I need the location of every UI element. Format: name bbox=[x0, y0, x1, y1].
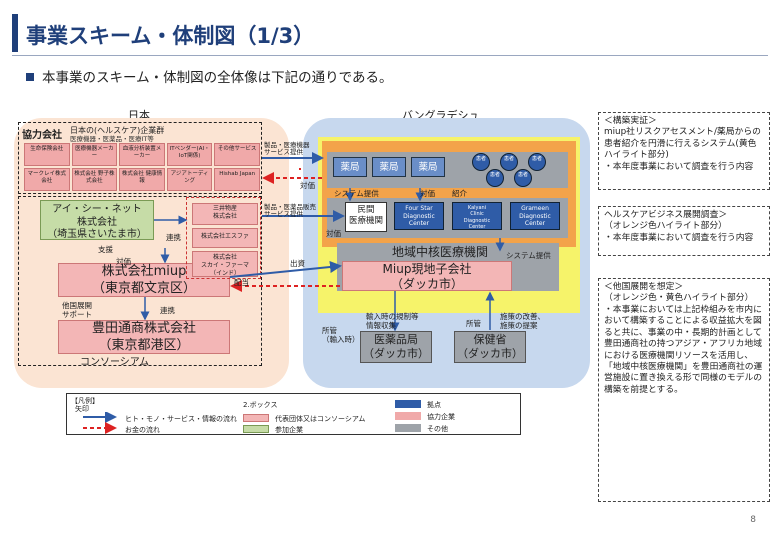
arrow-label-haito: 配当 bbox=[234, 278, 249, 287]
bullet-square-icon bbox=[26, 73, 34, 81]
arrow-label-taio2: 対価 bbox=[420, 189, 435, 198]
private-hospital-box: 民間 医療機関 bbox=[345, 202, 387, 232]
arrow-label-shokan: 所管 bbox=[466, 319, 481, 328]
patient-icon: 患者 bbox=[500, 153, 518, 171]
partner-companies-label: 協力会社 bbox=[22, 130, 62, 141]
patient-icon: 患者 bbox=[528, 153, 546, 171]
arrow-label-taio3: 対価 bbox=[326, 229, 341, 238]
arrow-label-kanrei: 所管 （輸入時） bbox=[322, 326, 360, 344]
consortium-group bbox=[18, 196, 262, 366]
lab-box: Kalyani Clinic Diagnostic Center bbox=[452, 202, 502, 230]
legend: 【凡例】 矢印 ヒト・モノ・サービス・情報の流れ お金の流れ 2.ボックス 代表… bbox=[66, 393, 521, 435]
note-pilot: ＜構築実証＞ miup社リスクアセスメント/薬局からの患者紹介を円滑に行えるシス… bbox=[598, 112, 770, 190]
arrow-label-service: 製品・医療機器 サービス提供 bbox=[264, 141, 310, 157]
legend-money-flow: お金の流れ bbox=[125, 426, 160, 434]
legend-site: 拠点 bbox=[427, 401, 441, 409]
pharma-partner-box: 三井物産 株式会社 bbox=[192, 203, 258, 225]
legend-partic: 参加企業 bbox=[275, 426, 303, 434]
partner-cell: マークレイ株式会社 bbox=[24, 168, 70, 191]
patient-icon: 患者 bbox=[486, 169, 504, 187]
legend-title: 【凡例】 bbox=[71, 397, 99, 405]
legend-goods-flow: ヒト・モノ・サービス・情報の流れ bbox=[125, 415, 237, 423]
partner-companies-sub2: 医療機器・医薬品・医療IT等 bbox=[70, 135, 154, 143]
miup-bd-box: Miup現地子会社 （ダッカ市） bbox=[342, 261, 512, 291]
page-number: 8 bbox=[750, 515, 756, 525]
health-ministry-box: 保健省 （ダッカ市） bbox=[454, 331, 526, 363]
renkei-label: 連携 bbox=[160, 306, 175, 315]
arrow-label-renkei: 連携 bbox=[166, 233, 181, 242]
miup-box: 株式会社miup （東京都文京区） bbox=[58, 263, 230, 297]
pharmacy-box: 薬局 bbox=[333, 157, 367, 177]
arrow-label-system2: システム提供 bbox=[506, 251, 551, 260]
arrow-label-shokai: 紹介 bbox=[452, 189, 467, 198]
page-title: 事業スキーム・体制図（1/3） bbox=[26, 24, 315, 48]
toyoda-box: 豊田通商株式会社 （東京都港区） bbox=[58, 320, 230, 354]
legend-swatch-coop bbox=[395, 412, 421, 420]
patient-icon: 患者 bbox=[472, 153, 490, 171]
arrow-label-shusshi: 出資 bbox=[290, 259, 305, 268]
money-flow-arrows bbox=[230, 168, 340, 292]
partner-companies-group bbox=[18, 122, 262, 194]
partner-cell: 医療機器メーカー bbox=[71, 143, 118, 166]
service-flow-arrows bbox=[140, 152, 505, 332]
lab-box: Grameen Diagnostic Center bbox=[510, 202, 560, 230]
arrow-label-taio: 対価 bbox=[300, 181, 315, 190]
regional-hospital-label: 地域中核医療機関 bbox=[392, 245, 489, 259]
arrow-label-yunyu: 輸入時の規制等 情報収集 bbox=[366, 312, 419, 330]
legend-swatch-partic bbox=[243, 425, 269, 433]
taio-label: 対価 bbox=[116, 257, 131, 266]
legend-rep: 代表団体又はコンソーシアム bbox=[275, 415, 366, 423]
partner-cell: ITベンダー(AI・IoT関係) bbox=[166, 143, 213, 166]
drug-authority-box: 医薬品局 （ダッカ市） bbox=[360, 331, 432, 363]
legend-arrow-heading: 矢印 bbox=[75, 405, 89, 413]
note-expansion: ＜他国展開を想定＞ （オレンジ色・黄色ハイライト部分） ・本事業においては上記枠… bbox=[598, 278, 770, 502]
partner-cell: 株式会社 野子株式会社 bbox=[71, 168, 118, 191]
consortium-label: コンソーシアム bbox=[80, 357, 150, 368]
title-divider bbox=[12, 55, 768, 56]
lab-box: Four Star Diagnostic Center bbox=[394, 202, 444, 230]
partner-cell: Hishab Japan bbox=[214, 168, 260, 191]
arrow-label-product: 製品・医薬品販売 サービス提供 bbox=[264, 203, 316, 219]
legend-coop: 協力企業 bbox=[427, 413, 455, 421]
title-accent-bar bbox=[12, 14, 18, 52]
partner-companies-sub: 日本の(ヘルスケア)企業群 bbox=[70, 126, 165, 135]
intro-bullet: 本事業のスキーム・体制図の全体像は下記の通りである。 bbox=[26, 66, 392, 86]
arrow-label-kaizen: 施策の改善、 施策の提案 bbox=[500, 312, 545, 330]
partner-cell: 生命保険会社 bbox=[24, 143, 70, 166]
pharma-partners-group bbox=[186, 197, 261, 279]
legend-other: その他 bbox=[427, 425, 448, 433]
aicinet-box: アイ・シー・ネット 株式会社 （埼玉県さいたま市） bbox=[40, 200, 154, 240]
intro-text: 本事業のスキーム・体制図の全体像は下記の通りである。 bbox=[42, 70, 393, 86]
arrow-label-system: システム提供 bbox=[334, 189, 379, 198]
partner-grid: 生命保険会社 医療機器メーカー 血液分析装置メーカー ITベンダー(AI・IoT… bbox=[24, 143, 260, 191]
shien-label: 支援 bbox=[98, 245, 113, 254]
legend-swatch-rep bbox=[243, 414, 269, 422]
partner-cell: アジアトーディング bbox=[166, 168, 213, 191]
legend-swatch-other bbox=[395, 424, 421, 432]
partner-cell: その他サービス bbox=[214, 143, 260, 166]
pharmacy-box: 薬局 bbox=[372, 157, 406, 177]
pharma-partner-box: 株式会社 スカイ・ファーマ （インド） bbox=[192, 251, 258, 277]
partner-cell: 血液分析装置メーカー bbox=[119, 143, 165, 166]
note-business: ヘルスケアビジネス展開調査＞ （オレンジ色ハイライト部分） ・本年度事業において… bbox=[598, 206, 770, 256]
partner-cell: 株式会社 健康情報 bbox=[119, 168, 165, 191]
patient-icon: 患者 bbox=[514, 169, 532, 187]
legend-arrows bbox=[83, 412, 117, 434]
pharmacy-box: 薬局 bbox=[411, 157, 445, 177]
legend-swatch-site bbox=[395, 400, 421, 408]
pharma-partner-box: 株式会社エスファ bbox=[192, 228, 258, 248]
support-label: 他国展開 サポート bbox=[62, 301, 92, 320]
legend-box-heading: 2.ボックス bbox=[243, 401, 278, 409]
